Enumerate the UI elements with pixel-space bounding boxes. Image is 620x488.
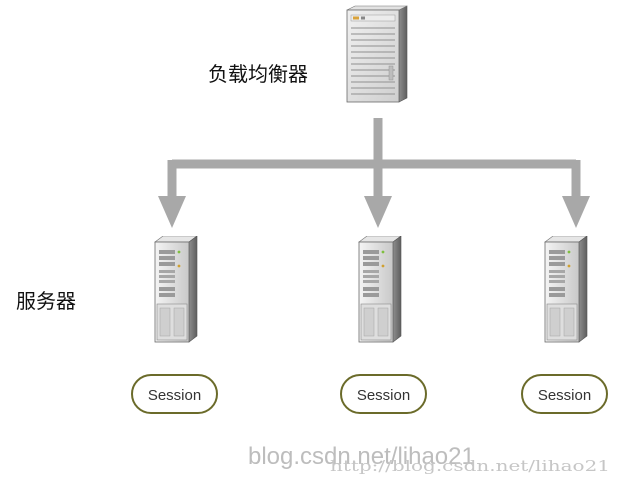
session-label: Session [357,387,410,404]
arrowhead-left [158,196,186,228]
session-badge-right: Session [521,374,608,414]
session-badge-left: Session [131,374,218,414]
server-icon-right [544,236,588,343]
load-balancer-icon [346,5,408,103]
arrowhead-right [562,196,590,228]
server-icon-left [154,236,198,343]
servers-label: 服务器 [16,289,76,313]
arrowheads [158,196,590,228]
server-icon-center [358,236,402,343]
watermark-main: blog.csdn.net/lihao21 [248,443,475,470]
session-badge-center: Session [340,374,427,414]
connectors [167,118,581,198]
session-label: Session [148,387,201,404]
watermark-url: http://blog.csdn.net/lihao21 [330,457,610,475]
load-balancer-label: 负载均衡器 [208,62,308,86]
arrowhead-center [364,196,392,228]
session-label: Session [538,387,591,404]
